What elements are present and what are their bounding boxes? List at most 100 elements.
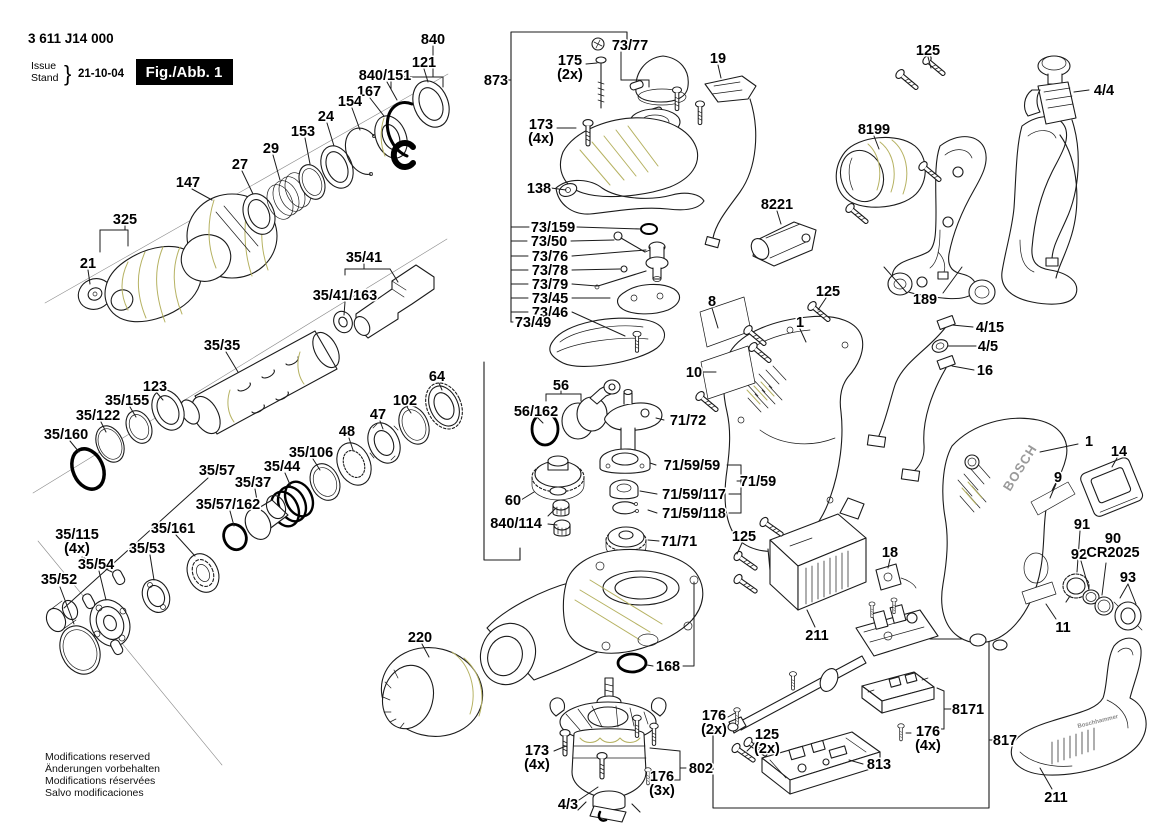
part-label-19: 19 [710, 51, 726, 67]
part-label-175: 175(2x) [557, 53, 583, 83]
part-3537-sleeve [244, 494, 289, 540]
leader-line-92 [1080, 560, 1090, 590]
leader-line-9 [1049, 483, 1057, 499]
leader-line-175 [585, 62, 598, 65]
part-220-boot [380, 647, 484, 737]
part-label-840: 840 [421, 32, 445, 48]
part-91-cap [1062, 573, 1090, 603]
part-label-18: 18 [882, 545, 898, 561]
part-10-sticker [700, 345, 756, 400]
part-label-4-15: 4/15 [976, 320, 1004, 336]
part-label-1: 1 [1085, 434, 1093, 450]
leader-line-189 [883, 266, 908, 294]
part-label-35-155: 35/155 [105, 393, 149, 409]
leader-line-35-53 [149, 554, 155, 581]
part-21-cap [77, 278, 113, 310]
part-44-switch-assembly [1023, 55, 1079, 267]
part-715959-flange [599, 448, 651, 474]
leader-line-167 [369, 97, 385, 117]
part-168-o-ring [616, 652, 648, 674]
part-211-battery-cover [769, 497, 867, 611]
leader-line-125 [817, 297, 827, 311]
part-153-ring [298, 164, 326, 200]
part-label-176: 176(2x) [701, 708, 727, 738]
part-label-14: 14 [1111, 444, 1127, 460]
leader-line-18 [887, 558, 891, 569]
part-label-102: 102 [393, 393, 417, 409]
leader-line-154 [351, 107, 361, 131]
leader-line-73-78 [571, 268, 621, 271]
leader-line-840-114 [547, 507, 557, 517]
leader-line-121 [423, 68, 429, 83]
part-16-wire [900, 354, 956, 482]
leader-line-4-3 [578, 786, 599, 801]
modifications-note: Modifications reserved Änderungen vorbeh… [45, 751, 160, 799]
part-label-73-45: 73/45 [532, 291, 568, 307]
leader-line-1 [1039, 443, 1079, 453]
part-label-173: 173(4x) [528, 117, 554, 147]
part-1-housing-right: BOSCH [941, 417, 1068, 651]
part-label-817: 817 [993, 733, 1017, 749]
leader-line-8199 [873, 135, 880, 150]
leader-line-19 [717, 64, 722, 79]
part-label-813: 813 [867, 757, 891, 773]
leader-line-189 [942, 266, 963, 294]
part-label-8171: 8171 [952, 702, 984, 718]
note-fr: Modifications réservées [45, 775, 155, 787]
title-block: 3 611 J14 000 Issue Stand } 21-10-04 Fig… [28, 31, 233, 86]
leader-line-91 [1076, 530, 1081, 573]
leader-line-71-71 [647, 539, 660, 542]
part-45-grommet [931, 339, 949, 353]
leader-line-211 [1039, 767, 1053, 790]
part-802-motor [549, 677, 667, 813]
leader-line-211 [806, 609, 816, 628]
part-label-27: 27 [232, 157, 248, 173]
document-number: 3 611 J14 000 [28, 31, 114, 46]
part-label-35-106: 35/106 [289, 445, 333, 461]
leader-line-71-59-59 [649, 462, 657, 466]
part-label-8: 8 [708, 294, 716, 310]
part-label-873: 873 [484, 73, 508, 89]
part-label-60: 60 [505, 493, 521, 509]
part-90-battery [1094, 596, 1114, 616]
leader-line-48 [348, 437, 354, 451]
part-3552-ring [59, 625, 101, 675]
leader-line-29 [272, 154, 281, 181]
part-label-125: 125 [732, 529, 756, 545]
part-60-gear [531, 455, 585, 501]
part-label-220: 220 [408, 630, 432, 646]
leader-line-73-79 [571, 283, 598, 287]
leader-line-8171 [936, 687, 945, 692]
leader-line-35-41-163 [343, 301, 346, 316]
part-label-35-115: 35/115(4x) [55, 527, 99, 557]
leader-line-125 [927, 56, 932, 69]
part-label-21: 21 [80, 256, 96, 272]
part-73-cover [558, 108, 699, 198]
part-label-73-78: 73/78 [532, 263, 568, 279]
issue-label: Issue [31, 60, 56, 72]
part-11-sticker [1021, 581, 1057, 605]
part-8171-module [861, 671, 935, 714]
leader-line-35-41 [389, 268, 399, 283]
part-label-71-71: 71/71 [661, 534, 697, 550]
leader-line-35-106 [312, 458, 321, 471]
part-label-35-57-162: 35/57/162 [196, 497, 261, 513]
leader-line-35-161 [175, 534, 196, 557]
leader-line-27 [241, 170, 254, 195]
leader-line-35-52 [59, 586, 75, 625]
leader-line-71-59-117 [639, 490, 658, 495]
leader-line-93 [1127, 583, 1137, 605]
note-de: Änderungen vorbehalten [45, 763, 160, 775]
part-label-71-59-117: 71/59/117 [662, 487, 726, 503]
leader-line-35-44 [284, 472, 292, 488]
part-label-840-151: 840/151 [359, 68, 411, 84]
part-label-73-46: 73/46 [532, 305, 568, 321]
leader-line-47 [379, 420, 384, 430]
part-label-8199: 8199 [858, 122, 890, 138]
part-840114-sleeves [552, 499, 571, 537]
part-label-35-161: 35/161 [151, 521, 195, 537]
part-176-screw-8171 [897, 723, 905, 742]
part-7379-rod [594, 270, 647, 290]
part-19-clip [704, 75, 757, 249]
